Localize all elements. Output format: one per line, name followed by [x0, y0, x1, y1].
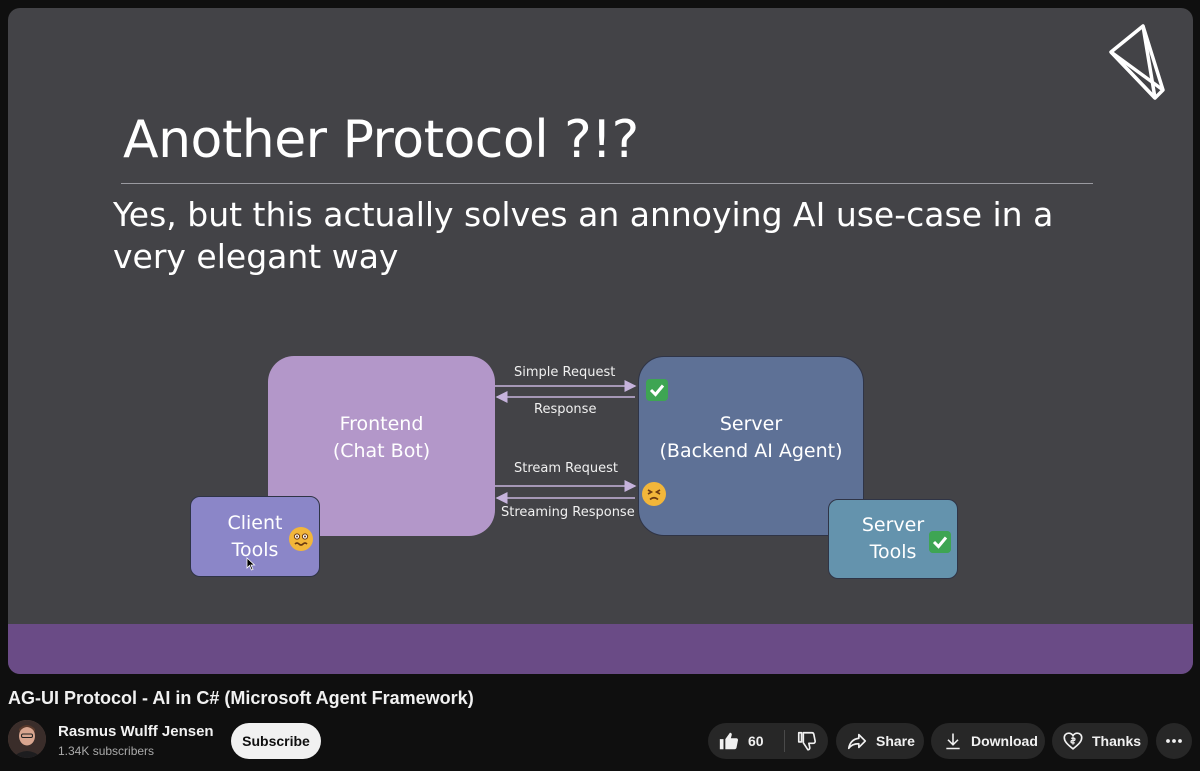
crystal-logo-icon	[1109, 24, 1165, 100]
download-icon	[946, 733, 960, 750]
checkmark-icon	[646, 379, 668, 401]
thumbs-down-icon	[797, 731, 816, 751]
avatar-image	[8, 720, 46, 758]
subscriber-count: 1.34K subscribers	[58, 744, 155, 758]
share-icon	[847, 733, 867, 750]
stream-request-label: Stream Request	[514, 461, 618, 476]
mouse-cursor-icon	[246, 557, 256, 571]
server-tools-label: Server Tools	[861, 514, 925, 563]
server-box: Server (Backend AI Agent)	[638, 356, 864, 536]
thumbs-up-icon	[719, 732, 739, 750]
title-divider	[121, 183, 1093, 184]
slide-accent-bar	[8, 624, 1193, 674]
share-button[interactable]: Share	[836, 723, 924, 759]
more-actions-button[interactable]	[1156, 723, 1192, 759]
like-divider	[784, 730, 785, 752]
woozy-face-icon	[289, 527, 313, 551]
diagram-arrows	[495, 380, 637, 504]
slide-subtitle: Yes, but this actually solves an annoyin…	[113, 195, 1054, 276]
download-button[interactable]: Download	[931, 723, 1045, 759]
client-tools-label: Client Tools	[227, 511, 283, 561]
like-button[interactable]: 60	[708, 723, 784, 759]
channel-avatar[interactable]	[8, 720, 46, 758]
response-label: Response	[534, 402, 597, 417]
channel-name[interactable]: Rasmus Wulff Jensen	[58, 723, 214, 740]
slide-title: Another Protocol ?!?	[123, 110, 639, 170]
more-horizontal-icon	[1166, 739, 1182, 743]
server-label: Server (Backend AI Agent)	[659, 413, 843, 462]
dislike-button[interactable]	[785, 723, 828, 759]
subscribe-button[interactable]: Subscribe	[231, 723, 321, 759]
streaming-response-label: Streaming Response	[501, 505, 635, 520]
persevering-face-icon	[642, 482, 666, 506]
like-dislike-group: 60	[708, 723, 828, 759]
download-label: Download	[971, 733, 1038, 749]
thanks-heart-icon	[1063, 732, 1083, 750]
video-title: AG-UI Protocol - AI in C# (Microsoft Age…	[8, 688, 474, 708]
video-player[interactable]: Another Protocol ?!? Yes, but this actua…	[8, 8, 1193, 674]
checkmark-icon	[929, 531, 951, 553]
thanks-label: Thanks	[1092, 733, 1142, 749]
like-count: 60	[748, 733, 764, 749]
share-label: Share	[876, 733, 915, 749]
frontend-label: Frontend (Chat Bot)	[332, 413, 431, 462]
thanks-button[interactable]: Thanks	[1052, 723, 1148, 759]
simple-request-label: Simple Request	[514, 365, 616, 380]
